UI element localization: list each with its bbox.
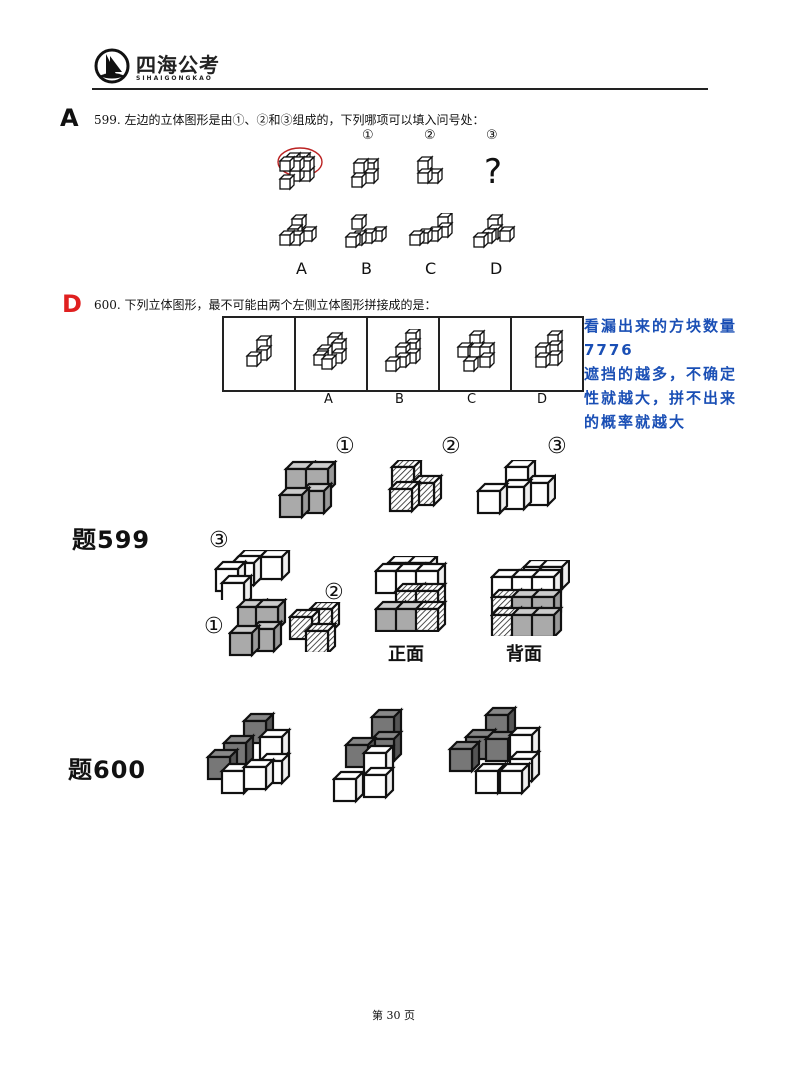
q599-option-d-label: D [490, 259, 503, 278]
annotation-note: 看漏出来的方块数量 7776 遮挡的越多，不确定 性就越大，拼不出来 的概率就越… [584, 314, 784, 434]
q600-option-c-figure [457, 330, 495, 372]
note-line-2: 7776 [584, 341, 634, 359]
note-line-3: 遮挡的越多，不确定 [584, 365, 738, 383]
logo-name: 四海公考 [136, 53, 220, 77]
note-line-4: 性就越大，拼不出来 [584, 389, 738, 407]
sol599-part-3-figure [476, 460, 556, 515]
q600-option-d-label: D [537, 392, 548, 407]
q600-option-b-cell [368, 318, 440, 390]
q600-option-d-cell [512, 318, 582, 390]
q599-source-figure [277, 147, 323, 190]
q599-option-c-label: C [425, 259, 437, 278]
q600-option-d-figure [535, 330, 563, 368]
q599-option-c-figure [409, 213, 453, 246]
header: 四海公考 SIHAIGONGKAO [92, 44, 712, 94]
q599-part-label-2: ② [424, 128, 436, 143]
sol599-assembly-label-1: ① [204, 614, 224, 639]
q599-option-b-figure [345, 214, 387, 248]
header-rule [92, 88, 708, 90]
q599-part-1-figure [351, 158, 379, 188]
q600-answer-mark: D [62, 290, 82, 318]
q600-option-b-label: B [395, 392, 404, 407]
q599-option-d-figure [473, 214, 515, 248]
sol599-part-label-1: ① [335, 434, 355, 459]
q599-option-a-figure [279, 214, 317, 246]
sol599-assembly-label-3: ③ [209, 528, 229, 553]
sol600-title: 题600 [68, 756, 147, 784]
sailboat-logo-icon [94, 48, 130, 84]
q600-options-table [222, 316, 584, 392]
q599-question-text: 599. 左边的立体图形是由①、②和③组成的，下列哪项可以填入问号处： [94, 113, 485, 127]
sol599-part-label-3: ③ [547, 434, 567, 459]
q599-part-label-3: ③ [486, 128, 498, 143]
q599-option-b-label: B [361, 259, 372, 278]
q600-question-text: 600. 下列立体图形，最不可能由两个左侧立体图形拼接成的是： [94, 298, 437, 312]
q599-part-2-figure [417, 156, 443, 184]
q599-answer-mark: A [60, 104, 79, 132]
q599-question-mark: ? [484, 152, 503, 192]
sol599-assembly-part-2 [288, 602, 341, 652]
sol599-assembly-part-1 [228, 598, 287, 657]
sol599-assembly-part-3 [214, 550, 291, 600]
sol599-assembly-label-2: ② [324, 580, 344, 605]
page-number: 第 30 页 [372, 1009, 415, 1022]
q600-option-a-figure [313, 332, 347, 370]
q600-option-b-figure [385, 329, 421, 372]
q599-part-label-1: ① [362, 128, 374, 143]
sol599-back-label: 背面 [506, 644, 542, 665]
q600-source-figure [246, 335, 272, 367]
sol599-part-label-2: ② [441, 434, 461, 459]
q600-source-cell [224, 318, 296, 390]
logo-subtitle: SIHAIGONGKAO [136, 75, 213, 82]
q600-option-a-cell [296, 318, 368, 390]
q599-option-a-label: A [296, 259, 307, 278]
sol600-figure-c [448, 706, 541, 795]
sol600-figure-b [332, 708, 403, 803]
sol599-part-1-figure [278, 460, 337, 519]
sol600-figure-a [206, 712, 291, 795]
sol599-front-label: 正面 [388, 644, 424, 665]
q600-option-c-cell [440, 318, 512, 390]
note-line-5: 的概率就越大 [584, 413, 687, 431]
q600-option-a-label: A [324, 392, 333, 407]
sol599-part-2-figure [388, 460, 443, 513]
sol599-front-view-figure [374, 556, 447, 632]
note-line-1: 看漏出来的方块数量 [584, 317, 738, 335]
sol599-back-view-figure [490, 560, 570, 636]
q600-option-c-label: C [467, 392, 477, 407]
sol599-title: 题599 [72, 526, 151, 554]
